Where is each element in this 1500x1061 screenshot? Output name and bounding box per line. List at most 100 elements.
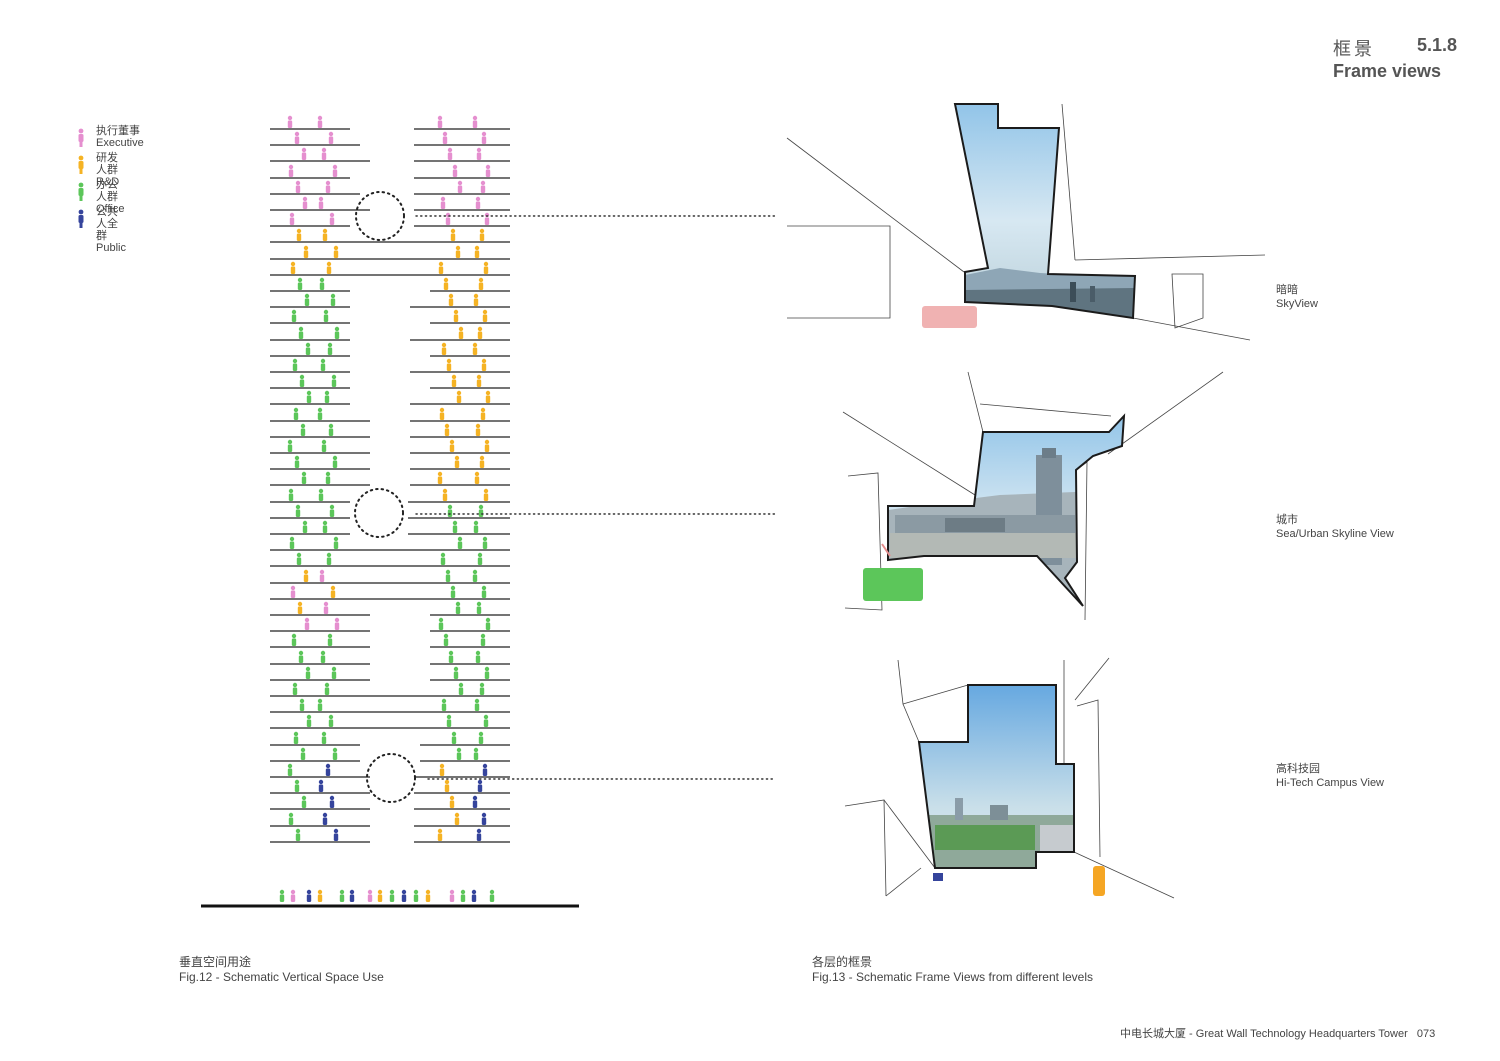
person-figure	[288, 164, 294, 177]
person-figure	[303, 245, 309, 258]
person-figure	[317, 115, 323, 128]
person-figure	[473, 747, 479, 760]
person-figure	[290, 585, 296, 598]
person-figure	[445, 212, 451, 225]
person-figure	[299, 698, 305, 711]
person-figure	[476, 601, 482, 614]
frame-view-sky	[786, 103, 1266, 341]
person-figure	[322, 812, 328, 825]
person-figure	[287, 763, 293, 776]
person-figure	[295, 180, 301, 193]
person-figure	[293, 407, 299, 420]
person-figure	[287, 439, 293, 452]
caption-cn: 垂直空间用途	[179, 955, 252, 969]
people-figures	[279, 115, 495, 902]
person-figure	[289, 212, 295, 225]
person-figure	[438, 261, 444, 274]
section-title-en: Frame views	[1333, 61, 1442, 81]
legend-label-cn: 研发人群	[96, 152, 118, 176]
person-figure	[472, 795, 478, 808]
person-figure	[477, 326, 483, 339]
person-figure	[483, 261, 489, 274]
person-figure	[443, 633, 449, 646]
frame-marker-3	[366, 753, 416, 803]
person-figure	[439, 407, 445, 420]
person-figure	[440, 552, 446, 565]
person-figure	[320, 358, 326, 371]
person-figure	[322, 520, 328, 533]
person-figure	[332, 455, 338, 468]
person-figure	[446, 358, 452, 371]
person-figure	[489, 889, 495, 902]
caption-cn: 各层的框景	[812, 955, 873, 969]
person-figure	[476, 374, 482, 387]
person-figure	[474, 471, 480, 484]
person-figure	[321, 439, 327, 452]
person-figure	[442, 131, 448, 144]
person-figure	[476, 828, 482, 841]
person-figure	[339, 889, 345, 902]
person-figure	[471, 889, 477, 902]
person-figure	[452, 520, 458, 533]
person-figure	[438, 617, 444, 630]
person-figure	[288, 812, 294, 825]
person-figure	[287, 115, 293, 128]
person-figure	[321, 731, 327, 744]
person-figure	[296, 552, 302, 565]
person-figure	[292, 358, 298, 371]
person-figure	[448, 293, 454, 306]
person-figure	[483, 714, 489, 727]
person-figure	[332, 747, 338, 760]
person-figure	[291, 633, 297, 646]
person-figure	[306, 714, 312, 727]
person-figure	[301, 795, 307, 808]
frame-view-city	[842, 371, 1224, 621]
person-figure	[289, 536, 295, 549]
person-figure	[321, 147, 327, 160]
person-figure	[295, 504, 301, 517]
person-figure	[479, 682, 485, 695]
person-figure	[453, 309, 459, 322]
person-figure	[300, 423, 306, 436]
footer-en: - Great Wall Technology Headquarters Tow…	[1186, 1028, 1408, 1040]
legend-label-cn: 办公人群	[96, 179, 118, 203]
legend-label-en: Executive	[96, 137, 144, 149]
person-figure	[330, 293, 336, 306]
person-figure	[455, 245, 461, 258]
person-figure	[298, 650, 304, 663]
crowd-office	[863, 568, 923, 601]
view-label-sky: 暗暗 SkyView	[1276, 283, 1318, 311]
person-figure	[454, 812, 460, 825]
person-figure	[452, 164, 458, 177]
person-figure	[328, 131, 334, 144]
person-figure	[480, 633, 486, 646]
person-figure	[448, 650, 454, 663]
person-figure	[322, 228, 328, 241]
person-figure	[326, 261, 332, 274]
figure-caption-right: 各层的框景 Fig.13 - Schematic Frame Views fro…	[812, 955, 1093, 985]
person-figure	[305, 342, 311, 355]
person-figure	[329, 212, 335, 225]
person-figure	[367, 889, 373, 902]
frame-view-campus	[844, 657, 1175, 899]
person-figure	[450, 228, 456, 241]
person-figure	[318, 196, 324, 209]
person-figure	[477, 552, 483, 565]
person-figure	[472, 569, 478, 582]
person-figure	[437, 828, 443, 841]
person-figure	[329, 504, 335, 517]
person-figure	[478, 504, 484, 517]
person-figure	[449, 439, 455, 452]
person-figure	[485, 164, 491, 177]
person-figure	[443, 277, 449, 290]
perspective-lines	[844, 657, 1175, 899]
view-label-en: Sea/Urban Skyline View	[1276, 528, 1394, 540]
person-figure	[449, 889, 455, 902]
caption-en: Fig.13 - Schematic Frame Views from diff…	[812, 970, 1093, 984]
footer-cn: 中电长城大厦	[1120, 1028, 1186, 1040]
legend-label-en: R&D	[96, 176, 120, 188]
person-figure	[485, 390, 491, 403]
person-figure	[333, 828, 339, 841]
person-figure	[334, 326, 340, 339]
